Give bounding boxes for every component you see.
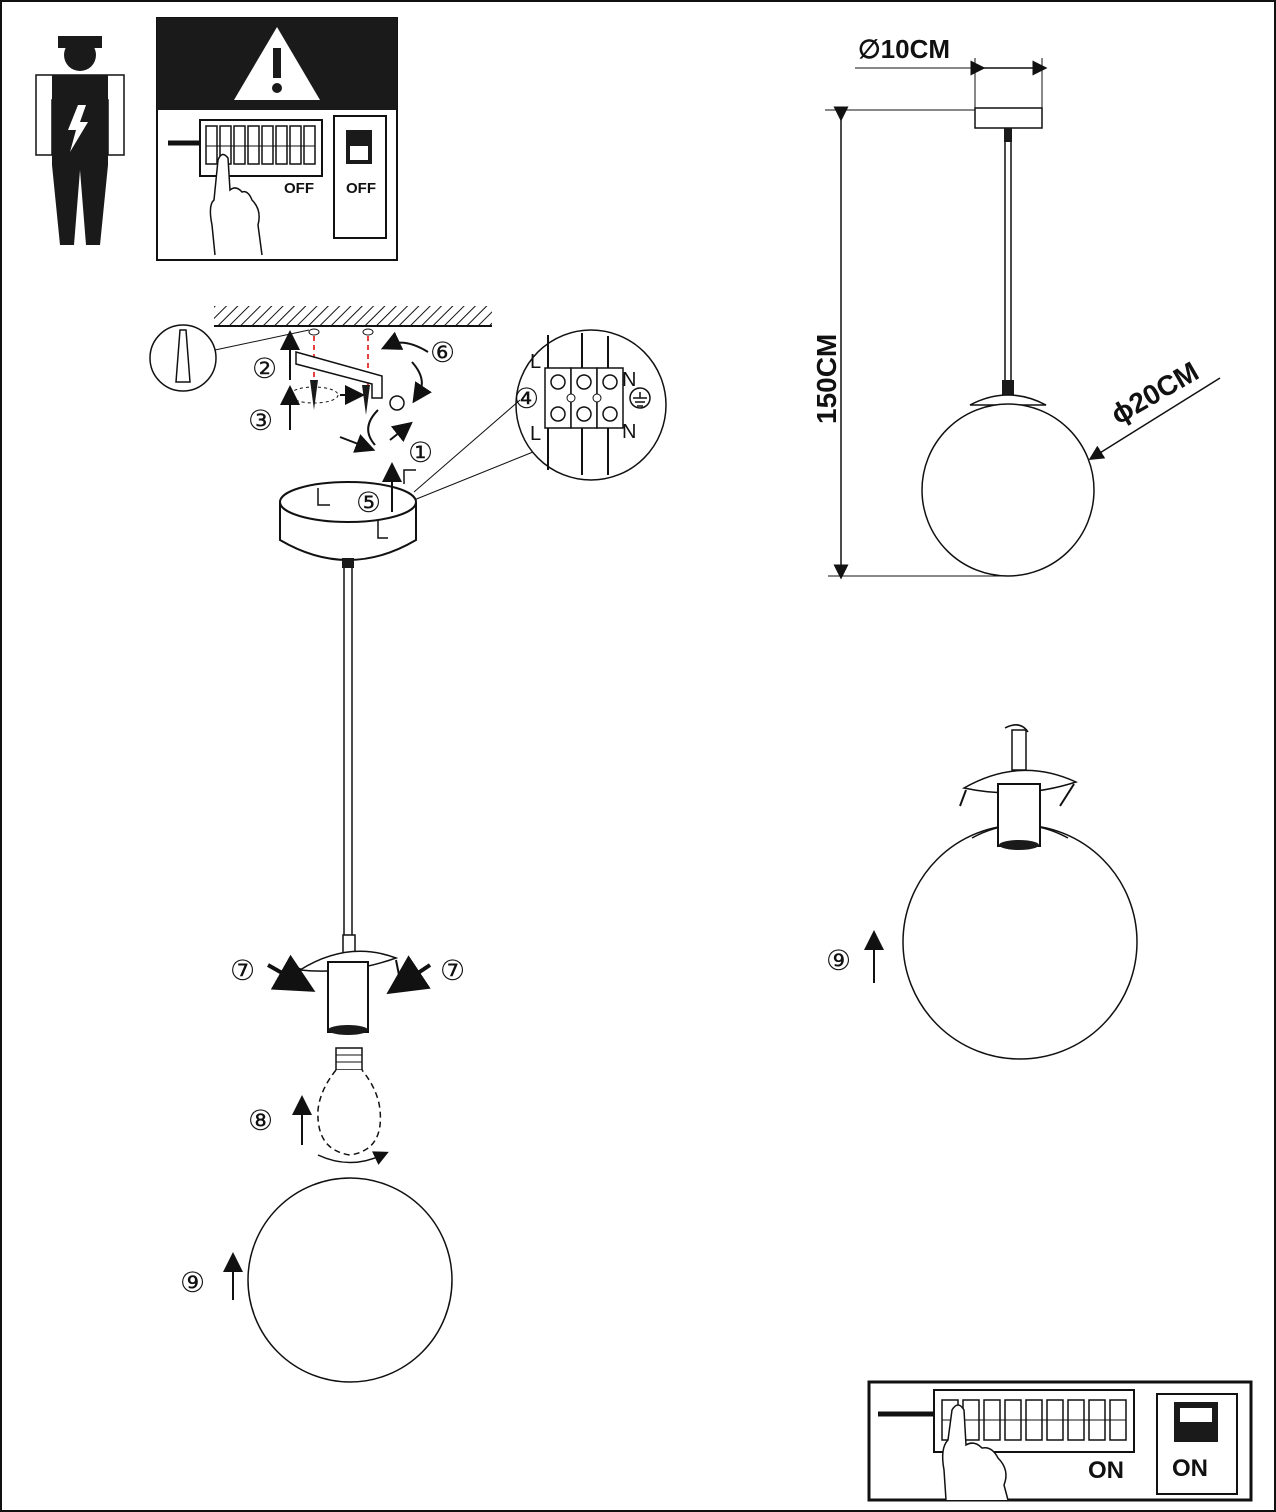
step-7-marker-right: ⑦	[440, 954, 465, 987]
step-4-marker: ④	[514, 382, 539, 415]
pendant-assembly: ⑤ ⑦ ⑦ ⑧ ⑨	[180, 462, 465, 1383]
hand-icon	[209, 153, 263, 256]
screw-right	[362, 385, 370, 415]
glass-globe	[247, 1177, 453, 1383]
light-bulb	[317, 1069, 382, 1156]
globe-dimension-line	[1088, 377, 1221, 460]
arrow-step7-right	[386, 955, 432, 995]
arrow-step6	[380, 331, 429, 353]
live-label-top: L	[530, 351, 541, 373]
power-on-panel: ON ON	[867, 1380, 1253, 1502]
ground-icon	[629, 387, 651, 409]
live-label-bottom: L	[530, 423, 541, 445]
ceiling-assembly: ② ③ ⑥ ①	[149, 306, 492, 469]
globe-side	[921, 403, 1095, 577]
step-6-marker: ⑥	[430, 336, 455, 369]
mounting-bracket	[295, 351, 383, 399]
warning-triangle-icon	[234, 27, 320, 100]
bulb-base	[335, 1047, 363, 1071]
step-5-marker: ⑤	[356, 486, 381, 519]
dimension-drawing: ∅10CM 150CM ϕ20CM	[811, 34, 1221, 580]
step-7-marker-left: ⑦	[230, 954, 255, 987]
canopy-side	[974, 107, 1043, 129]
socket-installed	[997, 783, 1041, 847]
hand-on-icon	[941, 1404, 1009, 1501]
switch-on-label: ON	[1172, 1455, 1208, 1482]
globe-install-detail: ⑨	[826, 724, 1138, 1060]
electrician-icon	[35, 36, 125, 245]
step-1-marker: ①	[408, 436, 433, 469]
canopy-diameter-label: ∅10CM	[858, 34, 950, 64]
globe-installed	[902, 824, 1138, 1060]
step-2-marker: ②	[252, 352, 277, 385]
breaker-off-label: OFF	[284, 180, 314, 197]
terminal-block-detail: L L N N ④	[413, 329, 667, 501]
step-9-marker-right: ⑨	[826, 944, 851, 977]
step-8-marker: ⑧	[248, 1104, 273, 1137]
neutral-label-bottom: N	[622, 421, 636, 443]
wall-plug-icon	[175, 329, 191, 383]
step-9-marker-left: ⑨	[180, 1266, 205, 1299]
bracket-screw	[389, 395, 405, 411]
height-label: 150CM	[811, 334, 842, 424]
breaker-switches	[205, 125, 316, 165]
breaker-on-label: ON	[1088, 1457, 1124, 1484]
arrow-step7-left	[267, 954, 316, 992]
switch-off-label: OFF	[346, 180, 376, 197]
screw-left	[310, 380, 318, 410]
warning-panel: OFF OFF	[156, 17, 398, 261]
socket	[327, 961, 369, 1033]
step-3-marker: ③	[248, 404, 273, 437]
neutral-label-top: N	[622, 369, 636, 391]
